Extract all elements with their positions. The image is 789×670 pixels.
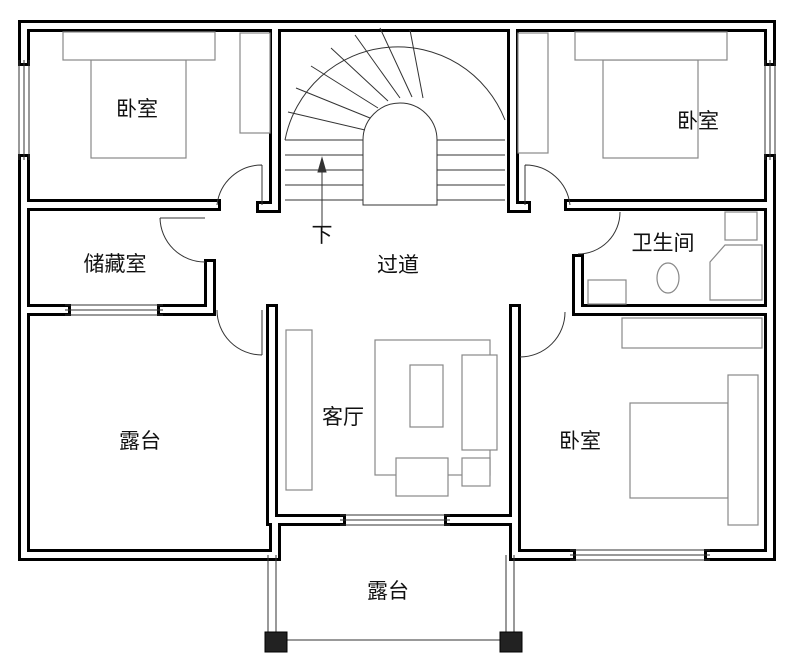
shower bbox=[709, 244, 763, 301]
label-bedroom-right: 卧室 bbox=[559, 429, 601, 453]
wall-fill bbox=[269, 307, 343, 523]
washing-machine bbox=[724, 211, 758, 241]
label-stairs-down: 下 bbox=[312, 223, 333, 247]
room-labels: 卧室 卧室 储藏室 过道 下 卫生间 客厅 露台 卧室 露台 bbox=[84, 97, 720, 603]
label-bedroom-top-right: 卧室 bbox=[677, 109, 719, 133]
column-left bbox=[264, 631, 288, 653]
side-table bbox=[461, 457, 491, 487]
coffee-table bbox=[409, 364, 444, 428]
wall bbox=[18, 154, 281, 561]
wall-fill bbox=[21, 157, 278, 558]
sofa bbox=[461, 354, 498, 451]
label-bedroom-top-left: 卧室 bbox=[116, 97, 158, 121]
label-terrace-bottom: 露台 bbox=[367, 579, 409, 603]
armchair bbox=[395, 457, 449, 497]
wardrobe-top-left bbox=[239, 32, 271, 134]
wardrobe-right bbox=[621, 317, 763, 349]
wall-fill bbox=[160, 262, 213, 313]
bed-top-right bbox=[602, 59, 699, 159]
bed-right bbox=[629, 402, 729, 499]
sink bbox=[587, 279, 627, 305]
tv-cabinet bbox=[285, 329, 313, 491]
furniture bbox=[62, 31, 763, 526]
wardrobe-top-right bbox=[517, 32, 549, 154]
walls bbox=[18, 20, 776, 561]
wall-fill bbox=[512, 307, 573, 558]
spiral-staircase bbox=[284, 27, 506, 230]
windows bbox=[18, 60, 776, 561]
label-storage: 储藏室 bbox=[84, 252, 147, 276]
bottom-terrace-railing bbox=[264, 555, 523, 653]
wall-fill bbox=[21, 23, 773, 63]
wall bbox=[157, 259, 216, 316]
wall-fill bbox=[510, 23, 528, 210]
label-corridor: 过道 bbox=[377, 253, 419, 277]
doors bbox=[159, 164, 621, 358]
column-right bbox=[499, 631, 523, 653]
label-living-room: 客厅 bbox=[322, 405, 364, 429]
label-terrace-left: 露台 bbox=[119, 429, 161, 453]
toilet bbox=[656, 262, 680, 294]
label-bathroom: 卫生间 bbox=[632, 231, 695, 255]
wall-fill bbox=[707, 157, 773, 558]
bed-top-left bbox=[90, 59, 187, 159]
wall-fill bbox=[259, 23, 278, 210]
wall-fill bbox=[575, 257, 773, 313]
